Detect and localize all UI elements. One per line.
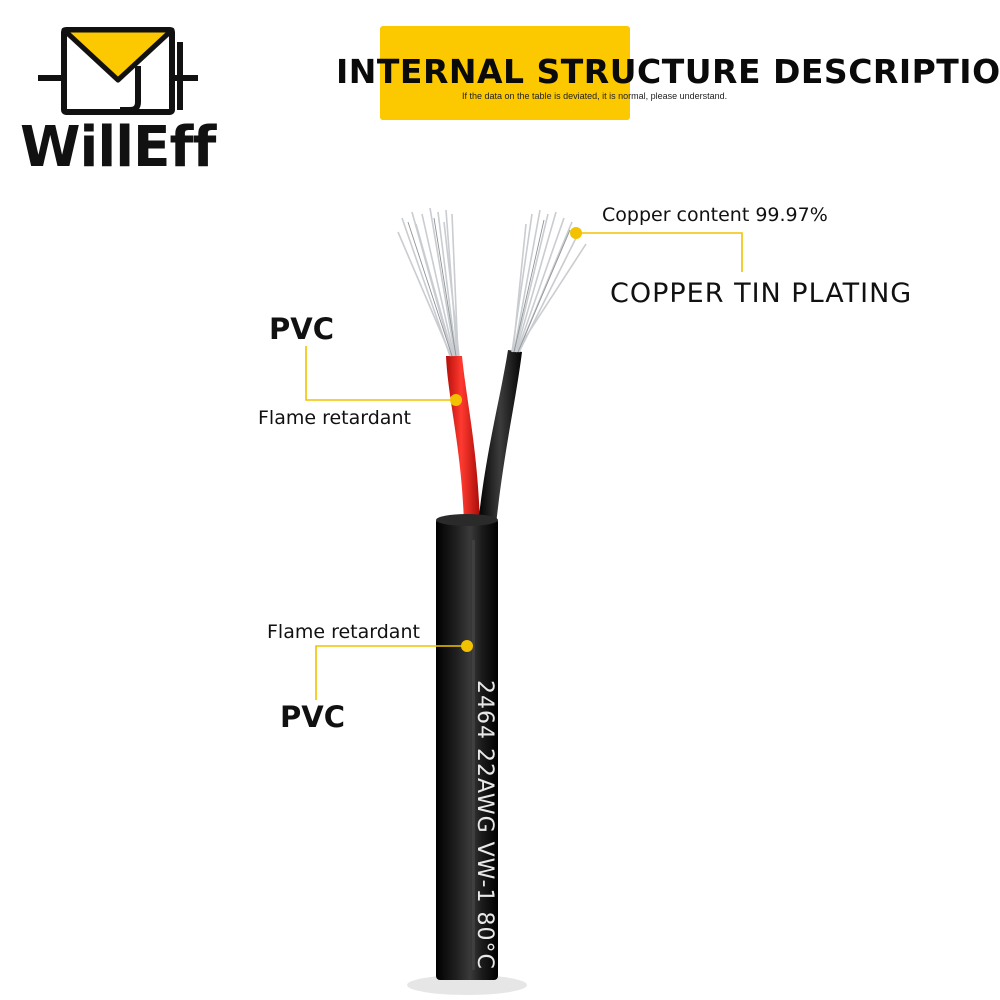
outer-sheath-property: Flame retardant	[267, 621, 420, 643]
black-wire	[478, 350, 522, 525]
leader-lines	[305, 232, 743, 700]
brand-name: WillEff	[20, 115, 216, 180]
callout-dot-inner	[450, 394, 462, 406]
conductor-detail: Copper content 99.97%	[602, 204, 828, 226]
brand-logo: WillEff	[20, 22, 220, 192]
copper-strands-black	[511, 209, 587, 353]
outer-sheath-material: PVC	[280, 700, 345, 734]
cable-marking: 2464 22AWG VW-1 80°C	[472, 680, 497, 970]
conductor-material: COPPER TIN PLATING	[610, 278, 913, 309]
logo-emblem-icon	[38, 27, 198, 115]
callout-dot-sheath	[461, 640, 473, 652]
inner-insulation-material: PVC	[269, 312, 334, 346]
copper-strands-red	[397, 207, 460, 357]
cable-shadow	[407, 975, 527, 995]
outer-sheath	[436, 518, 498, 980]
page-subtitle: If the data on the table is deviated, it…	[462, 91, 728, 101]
callout-dot-copper	[570, 227, 582, 239]
inner-insulation-property: Flame retardant	[258, 407, 411, 429]
red-wire	[446, 356, 480, 525]
page-title: INTERNAL STRUCTURE DESCRIPTION	[336, 52, 1000, 91]
title-highlight	[380, 26, 630, 120]
